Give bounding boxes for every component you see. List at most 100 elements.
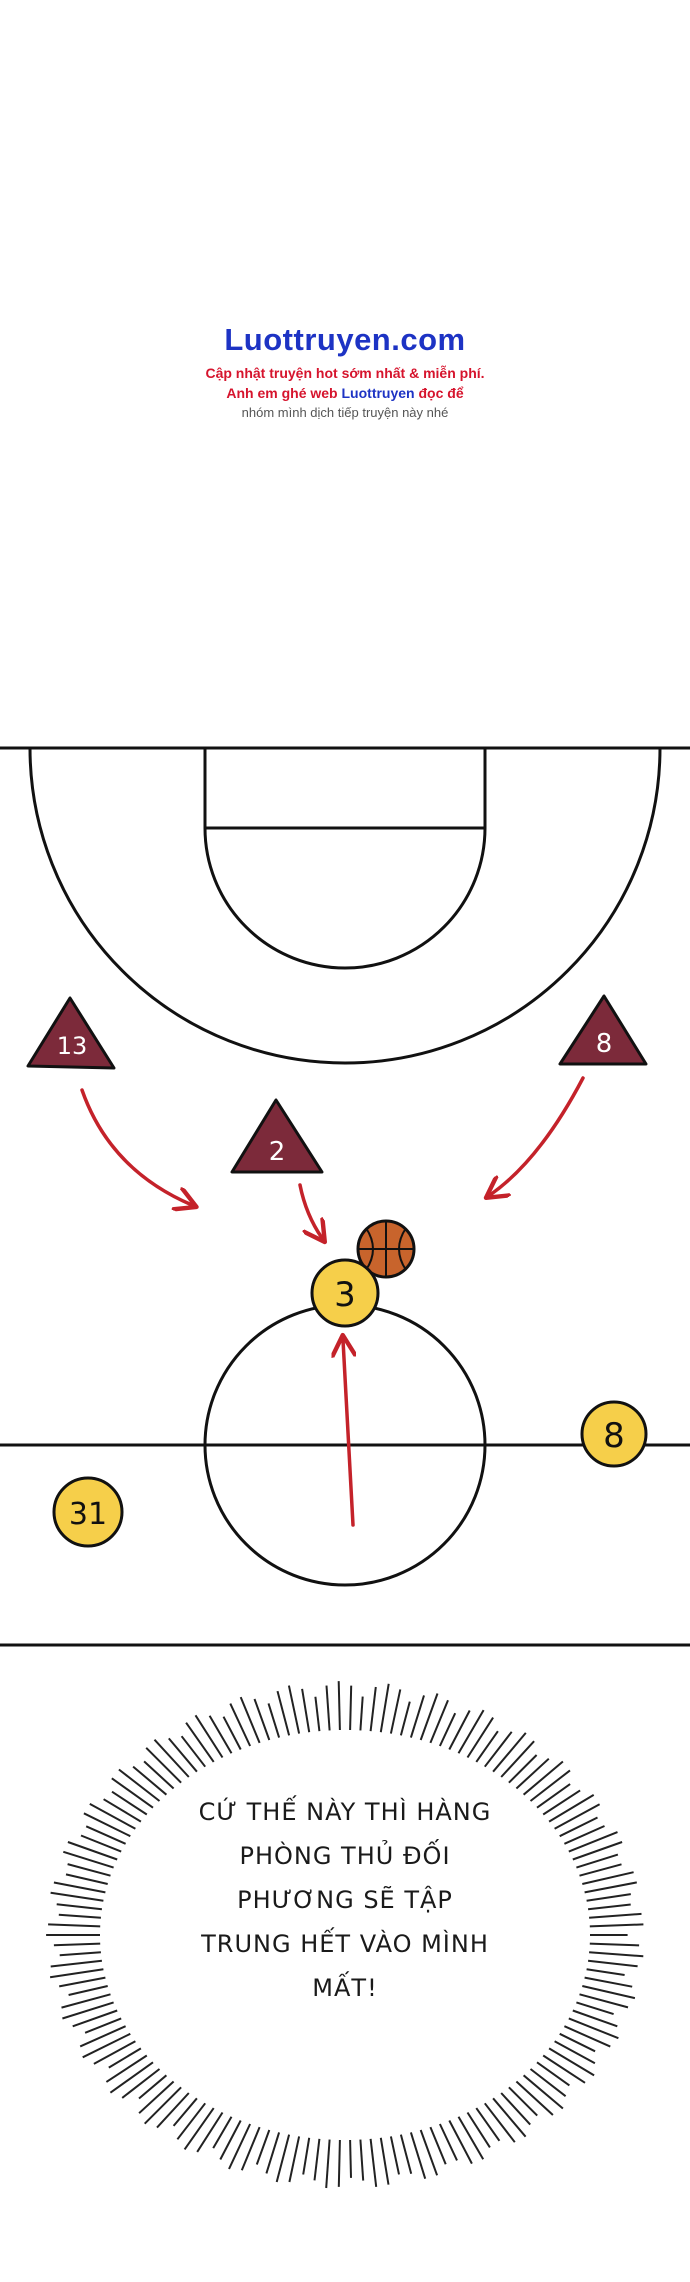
burst-stroke (288, 2136, 301, 2183)
burst-stroke (466, 2111, 491, 2148)
burst-stroke (111, 1790, 148, 1816)
burst-stroke (228, 2123, 252, 2170)
burst-stroke (559, 2032, 596, 2053)
burst-stroke (337, 2139, 341, 2187)
burst-stroke (572, 2009, 618, 2028)
burst-stroke (529, 1769, 571, 1802)
burst-stroke (255, 2129, 271, 2165)
burst-stroke (554, 2040, 596, 2065)
burst-stroke (484, 1731, 513, 1768)
burst-stroke (542, 1789, 581, 1816)
burst-stroke (89, 1803, 136, 1830)
burst-stroke (419, 2129, 439, 2176)
burst-stroke (579, 1993, 629, 2009)
burst-stroke (143, 1760, 175, 1790)
burst-stroke (522, 1760, 564, 1796)
burst-stroke (587, 1959, 638, 1968)
burst-stroke (379, 1683, 390, 1733)
burst-stroke (239, 1696, 261, 1744)
burst-stroke (132, 1765, 168, 1796)
burst-stroke (79, 2025, 127, 2048)
burst-stroke (267, 1703, 281, 1738)
watermark-tagline: Cập nhật truyện hot sớm nhất & miễn phí. (205, 365, 485, 381)
burst-stroke (93, 2040, 136, 2065)
movement-arrows (80, 1076, 585, 1527)
burst-stroke (118, 1768, 161, 1802)
burst-stroke (515, 2080, 554, 2116)
burst-stroke (529, 2068, 567, 2097)
burst-stroke (53, 1942, 101, 1947)
burst-stroke (67, 1863, 111, 1877)
burst-stroke (536, 2061, 570, 2087)
burst-stroke (582, 1985, 636, 2000)
speech-bubble-burst (46, 1681, 644, 2189)
burst-stroke (59, 1976, 106, 1988)
arrow-icon (80, 1088, 192, 1205)
burst-stroke (63, 1850, 114, 1869)
arrow-icon (490, 1076, 585, 1195)
burst-stroke (475, 1730, 499, 1763)
burst-stroke (568, 1831, 618, 1853)
burst-stroke (48, 1923, 101, 1928)
burst-stroke (409, 2132, 427, 2179)
watermark-line3: nhóm mình dịch tiếp truyện này nhé (241, 405, 449, 420)
burst-stroke (325, 1685, 331, 1731)
burst-stroke (576, 1853, 619, 1869)
watermark-line2-prefix: Anh em ghé web (226, 385, 342, 401)
burst-stroke (196, 2111, 224, 2153)
burst-stroke (399, 2134, 413, 2175)
burst-stroke (568, 2017, 619, 2040)
burst-stroke (369, 1686, 377, 1732)
speech-line: PHƯƠNG SẼ TẬP (237, 1886, 453, 1914)
burst-stroke (50, 1891, 104, 1902)
burst-stroke (572, 1841, 623, 1861)
burst-stroke (275, 2134, 291, 2183)
burst-stroke (448, 1710, 471, 1750)
burst-stroke (409, 1695, 425, 1738)
burst-stroke (492, 2097, 527, 2138)
speech-line: CỨ THẾ NÀY THÌ HÀNG (198, 1798, 492, 1826)
burst-stroke (508, 1754, 538, 1784)
burst-stroke (65, 1873, 108, 1885)
burst-stroke (457, 1709, 485, 1754)
burst-stroke (457, 2116, 485, 2160)
burst-stroke (492, 1732, 527, 1773)
burst-stroke (379, 2137, 390, 2185)
burst-stroke (180, 1735, 206, 1768)
burst-stroke (500, 1740, 535, 1778)
burst-stroke (265, 2132, 281, 2174)
watermark-brand: Luottruyen (341, 385, 415, 401)
burst-stroke (85, 1825, 127, 1845)
player-31: 31 (52, 1476, 124, 1548)
burst-stroke (589, 1951, 644, 1958)
burst-stroke (586, 1893, 631, 1902)
burst-stroke (53, 1881, 106, 1894)
arrow-icon (343, 1340, 353, 1527)
burst-stroke (145, 1747, 182, 1784)
burst-stroke (325, 2139, 331, 2189)
burst-stroke (156, 2092, 190, 2129)
burst-stroke (185, 1722, 215, 1763)
burst-stroke (50, 1959, 103, 1968)
burst-stroke (138, 2080, 175, 2114)
burst-stroke (576, 2001, 614, 2016)
burst-stroke (58, 1913, 101, 1919)
burst-stroke (359, 2139, 365, 2181)
burst-stroke (138, 2074, 168, 2100)
burst-stroke (108, 2047, 142, 2069)
burst-stroke (143, 2086, 182, 2125)
burst-stroke (466, 1717, 494, 1759)
burst-stroke (183, 2107, 215, 2150)
burst-stroke (399, 1701, 411, 1736)
burst-stroke (103, 1798, 142, 1823)
burst-stroke (419, 1693, 439, 1741)
burst-stroke (508, 2086, 538, 2117)
burst-stroke (548, 1794, 595, 1823)
player-number: 31 (69, 1497, 107, 1532)
burst-stroke (475, 2107, 501, 2142)
burst-stroke (584, 1976, 633, 1988)
speech-line: PHÒNG THỦ ĐỐI (239, 1842, 451, 1870)
basketball-icon (356, 1219, 416, 1279)
burst-stroke (542, 2054, 586, 2084)
